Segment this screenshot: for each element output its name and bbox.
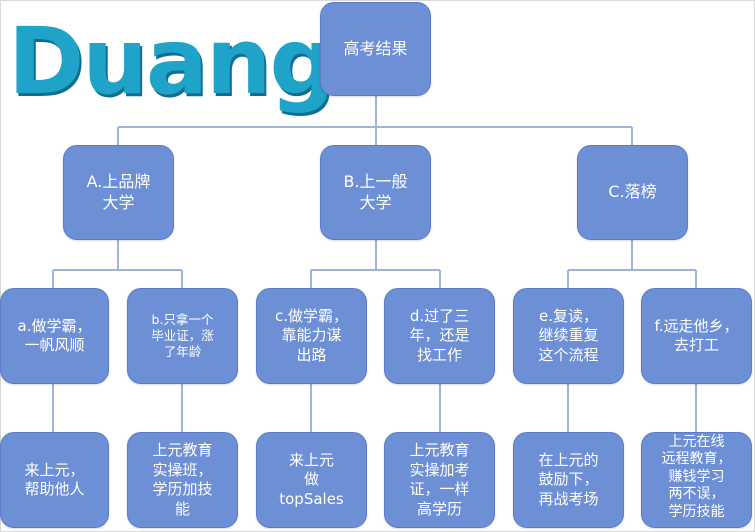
node-e-child: e.复读， 继续重复 这个流程 bbox=[513, 288, 624, 384]
node-label: 上元在线 远程教育， 赚钱学习 两不误， 学历技能 bbox=[661, 433, 732, 520]
node-label: a.做学霸， 一帆风顺 bbox=[17, 316, 92, 355]
node-label: 上元教育 实操加考 证，一样 高学历 bbox=[409, 441, 470, 518]
node-label: A.上品牌 大学 bbox=[86, 171, 151, 212]
node-a-child: a.做学霸， 一帆风顺 bbox=[0, 288, 109, 384]
node-label: d.过了三 年，还是 找工作 bbox=[409, 306, 470, 364]
node-label: c.做学霸， 靠能力谋 出路 bbox=[274, 306, 348, 364]
node-f-child: f.远走他乡， 去打工 bbox=[641, 288, 752, 384]
node-label: B.上一般 大学 bbox=[343, 171, 408, 212]
node-label: 在上元的 鼓励下， 再战考场 bbox=[538, 450, 599, 508]
node-a-top-university: A.上品牌 大学 bbox=[63, 145, 174, 240]
duang-logo: Duang bbox=[8, 8, 335, 115]
node-root-label: 高考结果 bbox=[343, 38, 408, 58]
node-label: b.只拿一个 毕业证，涨 了年龄 bbox=[151, 311, 214, 360]
node-c-child: c.做学霸， 靠能力谋 出路 bbox=[256, 288, 367, 384]
node-d-outcome: 上元教育 实操加考 证，一样 高学历 bbox=[384, 432, 495, 528]
node-c-failed: C.落榜 bbox=[577, 145, 688, 240]
node-root: 高考结果 bbox=[320, 2, 431, 96]
node-c-outcome: 来上元 做 topSales bbox=[256, 432, 367, 528]
node-label: 来上元 做 topSales bbox=[279, 450, 344, 508]
node-e-outcome: 在上元的 鼓励下， 再战考场 bbox=[513, 432, 624, 528]
node-label: 上元教育 实操班， 学历加技 能 bbox=[152, 441, 213, 518]
node-a-outcome: 来上元， 帮助他人 bbox=[0, 432, 109, 528]
node-d-child: d.过了三 年，还是 找工作 bbox=[384, 288, 495, 384]
node-b-general-university: B.上一般 大学 bbox=[320, 145, 431, 240]
node-label: e.复读， 继续重复 这个流程 bbox=[538, 306, 599, 364]
node-label: f.远走他乡， 去打工 bbox=[654, 316, 739, 355]
node-label: 来上元， 帮助他人 bbox=[24, 460, 85, 499]
node-b-child: b.只拿一个 毕业证，涨 了年龄 bbox=[127, 288, 238, 384]
node-label: C.落榜 bbox=[608, 182, 657, 202]
node-f-outcome: 上元在线 远程教育， 赚钱学习 两不误， 学历技能 bbox=[641, 432, 752, 528]
node-b-outcome: 上元教育 实操班， 学历加技 能 bbox=[127, 432, 238, 528]
